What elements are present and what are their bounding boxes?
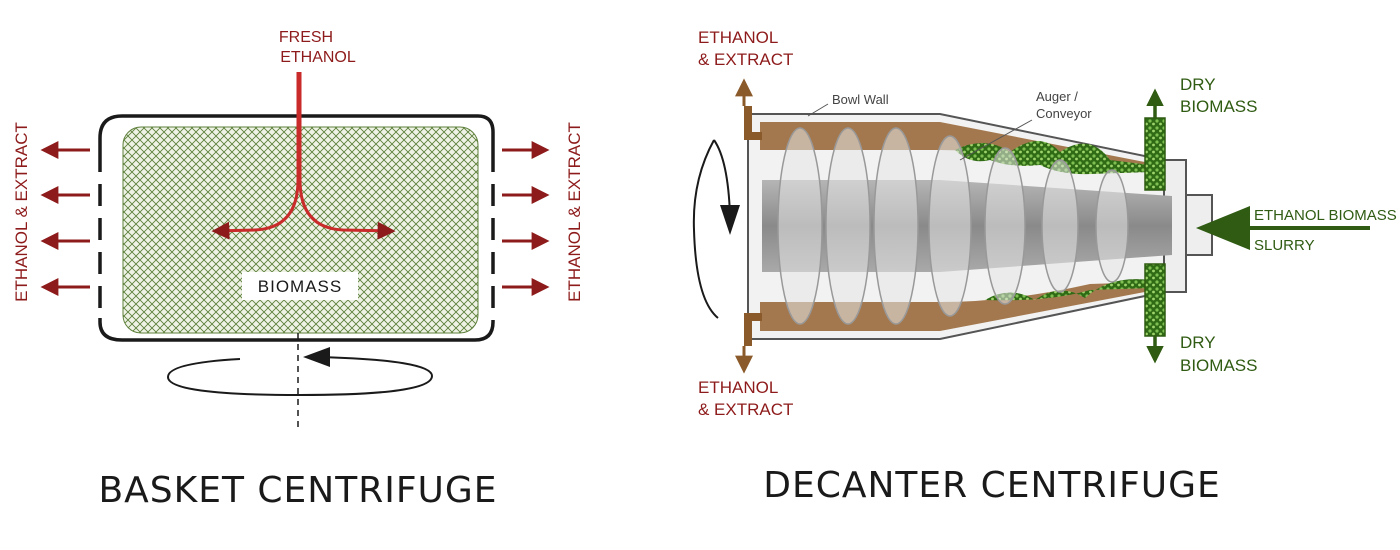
decanter-bottom-outlet-label-line1: ETHANOL: [698, 378, 778, 397]
fresh-ethanol-flow-arrow-left: [211, 72, 300, 240]
decanter-top-outlet-label-line2: & EXTRACT: [698, 50, 793, 69]
auger-flight: [928, 135, 972, 317]
feed-label-line1: ETHANOL BIOMASS: [1254, 207, 1397, 224]
dry-biomass-top-label-line1: DRY: [1180, 75, 1216, 94]
dry-biomass-top-label-line2: BIOMASS: [1180, 97, 1257, 116]
decanter-top-outlet-label-line1: ETHANOL: [698, 28, 778, 47]
dry-biomass-bottom-label-line2: BIOMASS: [1180, 356, 1257, 375]
decanter-rotation-arrow: [692, 139, 719, 319]
fresh-ethanol-label-line2: ETHANOL: [280, 49, 356, 66]
basket-right-side-label: ETHANOL & EXTRACT: [565, 122, 584, 302]
dry-biomass-discharge-bottom: [1144, 263, 1166, 337]
feed-label-line2: SLURRY: [1254, 237, 1315, 254]
basket-title: BASKET CENTRIFUGE: [98, 470, 497, 511]
auger-flight: [777, 127, 823, 325]
decanter-centrifuge: ETHANOL & EXTRACT ETHANOL & EXTRACT Bowl…: [692, 28, 1397, 506]
biomass-label-box: [242, 272, 358, 300]
decanter-rotation-arrowhead: [720, 205, 740, 235]
auger-flights: [777, 127, 1129, 325]
basket-left-side-label: ETHANOL & EXTRACT: [12, 122, 31, 302]
fresh-ethanol-label-line1: FRESH: [279, 29, 333, 46]
biomass-label: BIOMASS: [258, 277, 342, 296]
decanter-rotation-arc-back: [713, 139, 731, 216]
auger-label-line1: Auger /: [1036, 89, 1078, 104]
extract-outlet-top-pipe: [744, 106, 762, 140]
auger-flight: [825, 127, 871, 325]
auger-flight: [984, 147, 1026, 305]
basket-rotation-arrow: [166, 356, 434, 397]
auger-flight: [1041, 159, 1079, 293]
auger-flight: [1095, 169, 1129, 283]
extract-outlet-bottom-pipe: [744, 313, 762, 346]
auger-label-line2: Conveyor: [1036, 106, 1092, 121]
fresh-ethanol-flow-arrow-right: [298, 72, 396, 240]
bowl-wall-leader: [807, 103, 829, 117]
decanter-bottom-outlet-label-line2: & EXTRACT: [698, 400, 793, 419]
decanter-title: DECANTER CENTRIFUGE: [763, 465, 1221, 506]
biomass-cake-bottom: [985, 279, 1150, 301]
dry-biomass-bottom-label-line1: DRY: [1180, 333, 1216, 352]
basket-centrifuge: FRESH ETHANOL BIOMASS ETHANOL & EXTRACT …: [12, 29, 584, 511]
auger-flight: [873, 127, 919, 325]
bowl-wall-label: Bowl Wall: [832, 92, 889, 107]
basket-rotation-arrowhead: [303, 347, 330, 367]
basket-left-outflow-arrows: [40, 141, 90, 296]
basket-right-outflow-arrows: [502, 141, 550, 296]
slurry-feed-arrowhead: [1196, 206, 1250, 250]
dry-biomass-discharge-top: [1144, 117, 1166, 191]
auger-leader: [959, 119, 1033, 161]
